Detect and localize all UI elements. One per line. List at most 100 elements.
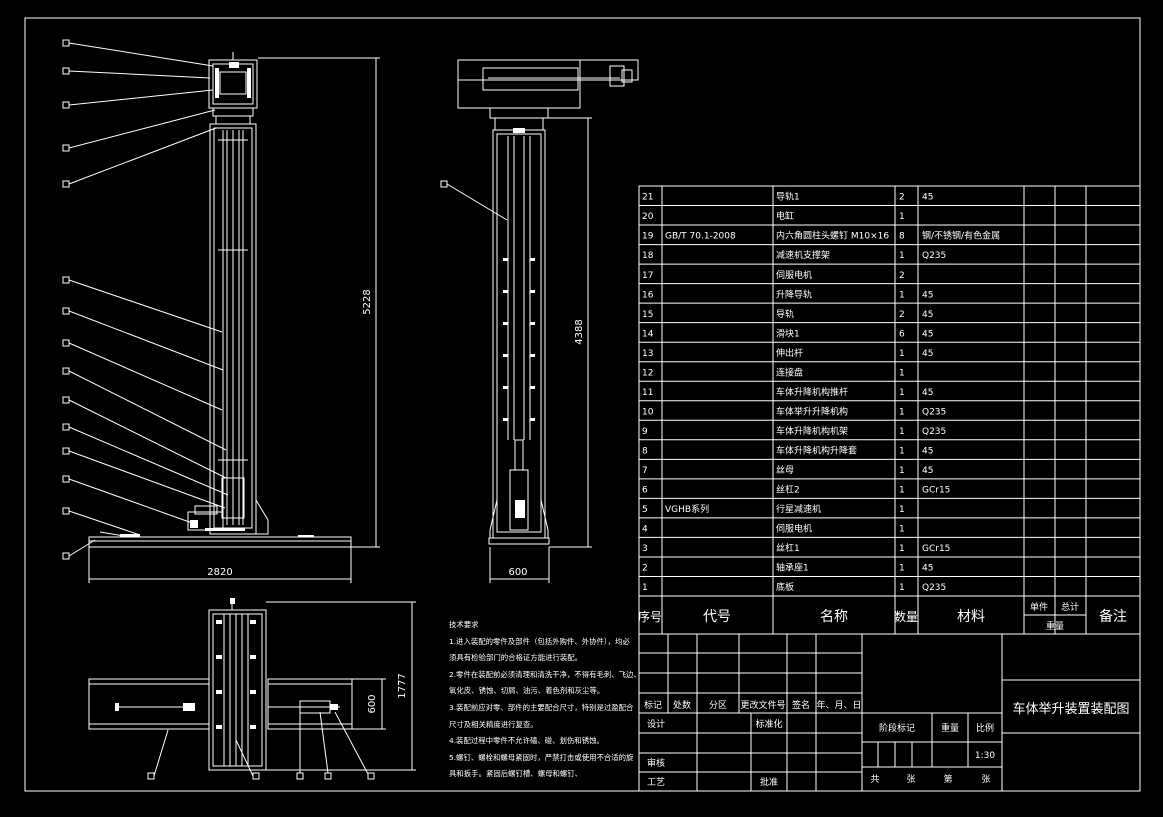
tb-process: 工艺	[647, 777, 665, 788]
tb-standard: 标准化	[755, 718, 782, 730]
tech-note-line: 尺寸及相关精度进行复查。	[449, 719, 538, 729]
tb-weight: 重量	[941, 722, 959, 734]
bom-cell-name: 底板	[776, 581, 794, 593]
bom-row: 4 伺服电机 1	[642, 523, 905, 535]
side-view-fills	[503, 128, 535, 518]
bom-header-remark: 备注	[1099, 608, 1127, 625]
bom-cell-material: 45	[922, 193, 933, 203]
bom-cell-name: 伺服电机	[776, 523, 812, 535]
tb-scale-value: 1:30	[975, 751, 995, 761]
tb-sign: 签名	[792, 699, 810, 711]
bom-cell-name: 行星减速机	[776, 503, 821, 515]
bom-header-total-weight: 总计	[1061, 601, 1079, 613]
top-height-dim: 1777	[397, 673, 408, 698]
tb-review: 审核	[647, 757, 665, 769]
bom-row: 7 丝母 1 45	[642, 464, 933, 476]
tech-note-line: 1.进入装配的零件及部件（包括外购件、外协件），均必	[449, 636, 630, 646]
bom-cell-qty: 1	[899, 427, 905, 437]
tb-stage-mark: 阶段标记	[879, 722, 915, 734]
bom-cell-no: 9	[642, 427, 648, 437]
bom-header-material: 材料	[957, 609, 985, 625]
bom-cell-name: 减速机支撑架	[776, 249, 830, 261]
bom-cell-code: VGHB系列	[665, 503, 709, 515]
bom-cell-no: 14	[642, 329, 654, 339]
bom-cell-material: 45	[922, 290, 933, 300]
top-view	[88, 600, 353, 771]
bom-cell-no: 17	[642, 271, 653, 281]
bom-cell-material: 45	[922, 388, 933, 398]
bom-cell-name: 丝杠1	[776, 542, 800, 554]
front-view-fills	[120, 62, 314, 537]
bom-cell-material: 钢/不锈钢/有色金属	[922, 230, 1000, 242]
tech-note-line: 具和扳手。紧固后螺钉槽、螺母和螺钉、	[449, 769, 583, 779]
bom-cell-no: 6	[642, 486, 648, 496]
bom-cell-name: 伺服电机	[776, 269, 812, 281]
bom-cell-name: 丝母	[776, 464, 794, 476]
bom-cell-qty: 1	[899, 212, 905, 222]
side-leader	[440, 180, 508, 221]
bom-cell-qty: 1	[899, 583, 905, 593]
tech-note-line: 3.装配前应对零、部件的主要配合尺寸，特别是过盈配合	[449, 702, 634, 712]
bom-cell-qty: 2	[899, 193, 905, 203]
bom-cell-name: 丝杠2	[776, 484, 800, 496]
bom-cell-qty: 1	[899, 505, 905, 515]
bom-cell-material: 45	[922, 329, 933, 339]
bom-cell-material: 45	[922, 446, 933, 456]
bom-cell-qty: 1	[899, 388, 905, 398]
bom-row-lines	[639, 205, 1140, 577]
tb-design: 设计	[647, 718, 665, 730]
bom-cell-no: 13	[642, 349, 653, 359]
bom-cell-name: 导轨1	[776, 191, 800, 203]
bom-header-name: 名称	[820, 609, 848, 625]
bom-cell-qty: 2	[899, 310, 905, 320]
bom-cell-qty: 1	[899, 544, 905, 554]
bom-cell-name: 连接盘	[776, 366, 803, 378]
bom-cell-qty: 1	[899, 466, 905, 476]
bom-cell-qty: 1	[899, 525, 905, 535]
side-view	[457, 59, 639, 545]
bom-cell-no: 16	[642, 290, 654, 300]
bom-cell-no: 5	[642, 505, 648, 515]
tb-mark: 标记	[644, 699, 662, 711]
front-view-leaders	[62, 39, 229, 560]
bom-cell-no: 4	[642, 525, 648, 535]
bom-cell-no: 7	[642, 466, 648, 476]
tb-count: 处数	[673, 699, 691, 711]
bom-cell-name: 车体升降机构升降套	[776, 444, 857, 456]
bom-cell-qty: 1	[899, 349, 905, 359]
bom-cell-qty: 2	[899, 271, 905, 281]
bom-cell-material: 45	[922, 466, 933, 476]
tech-note-line: 4.装配过程中零件不允许磕、碰、划伤和锈蚀。	[449, 736, 604, 746]
bom-cell-no: 12	[642, 368, 653, 378]
tb-scale-label: 比例	[976, 722, 994, 734]
bom-row: 5 VGHB系列 行星减速机 1	[642, 503, 905, 515]
bom-cell-qty: 6	[899, 329, 905, 339]
front-dimensions	[88, 57, 380, 583]
tb-approve: 批准	[760, 776, 778, 788]
bom-cell-name: 车体举升升降机构	[776, 405, 848, 417]
tech-note-line: 2.零件在装配前必须清理和清洗干净，不得有毛刺、飞边、	[449, 669, 641, 679]
bom-header-qty: 数量	[894, 609, 918, 624]
bom-cell-qty: 1	[899, 290, 905, 300]
bom-header-no: 序号	[638, 609, 662, 624]
top-width-dim: 600	[367, 694, 378, 713]
bom-cell-qty: 1	[899, 407, 905, 417]
bom-header-code: 代号	[703, 609, 731, 625]
bom-cell-material: Q235	[922, 583, 946, 593]
tech-note-line: 5.螺钉、螺栓和螺母紧固时，严禁打击或使用不合适的旋	[449, 752, 634, 762]
bom-cell-material: Q235	[922, 427, 946, 437]
